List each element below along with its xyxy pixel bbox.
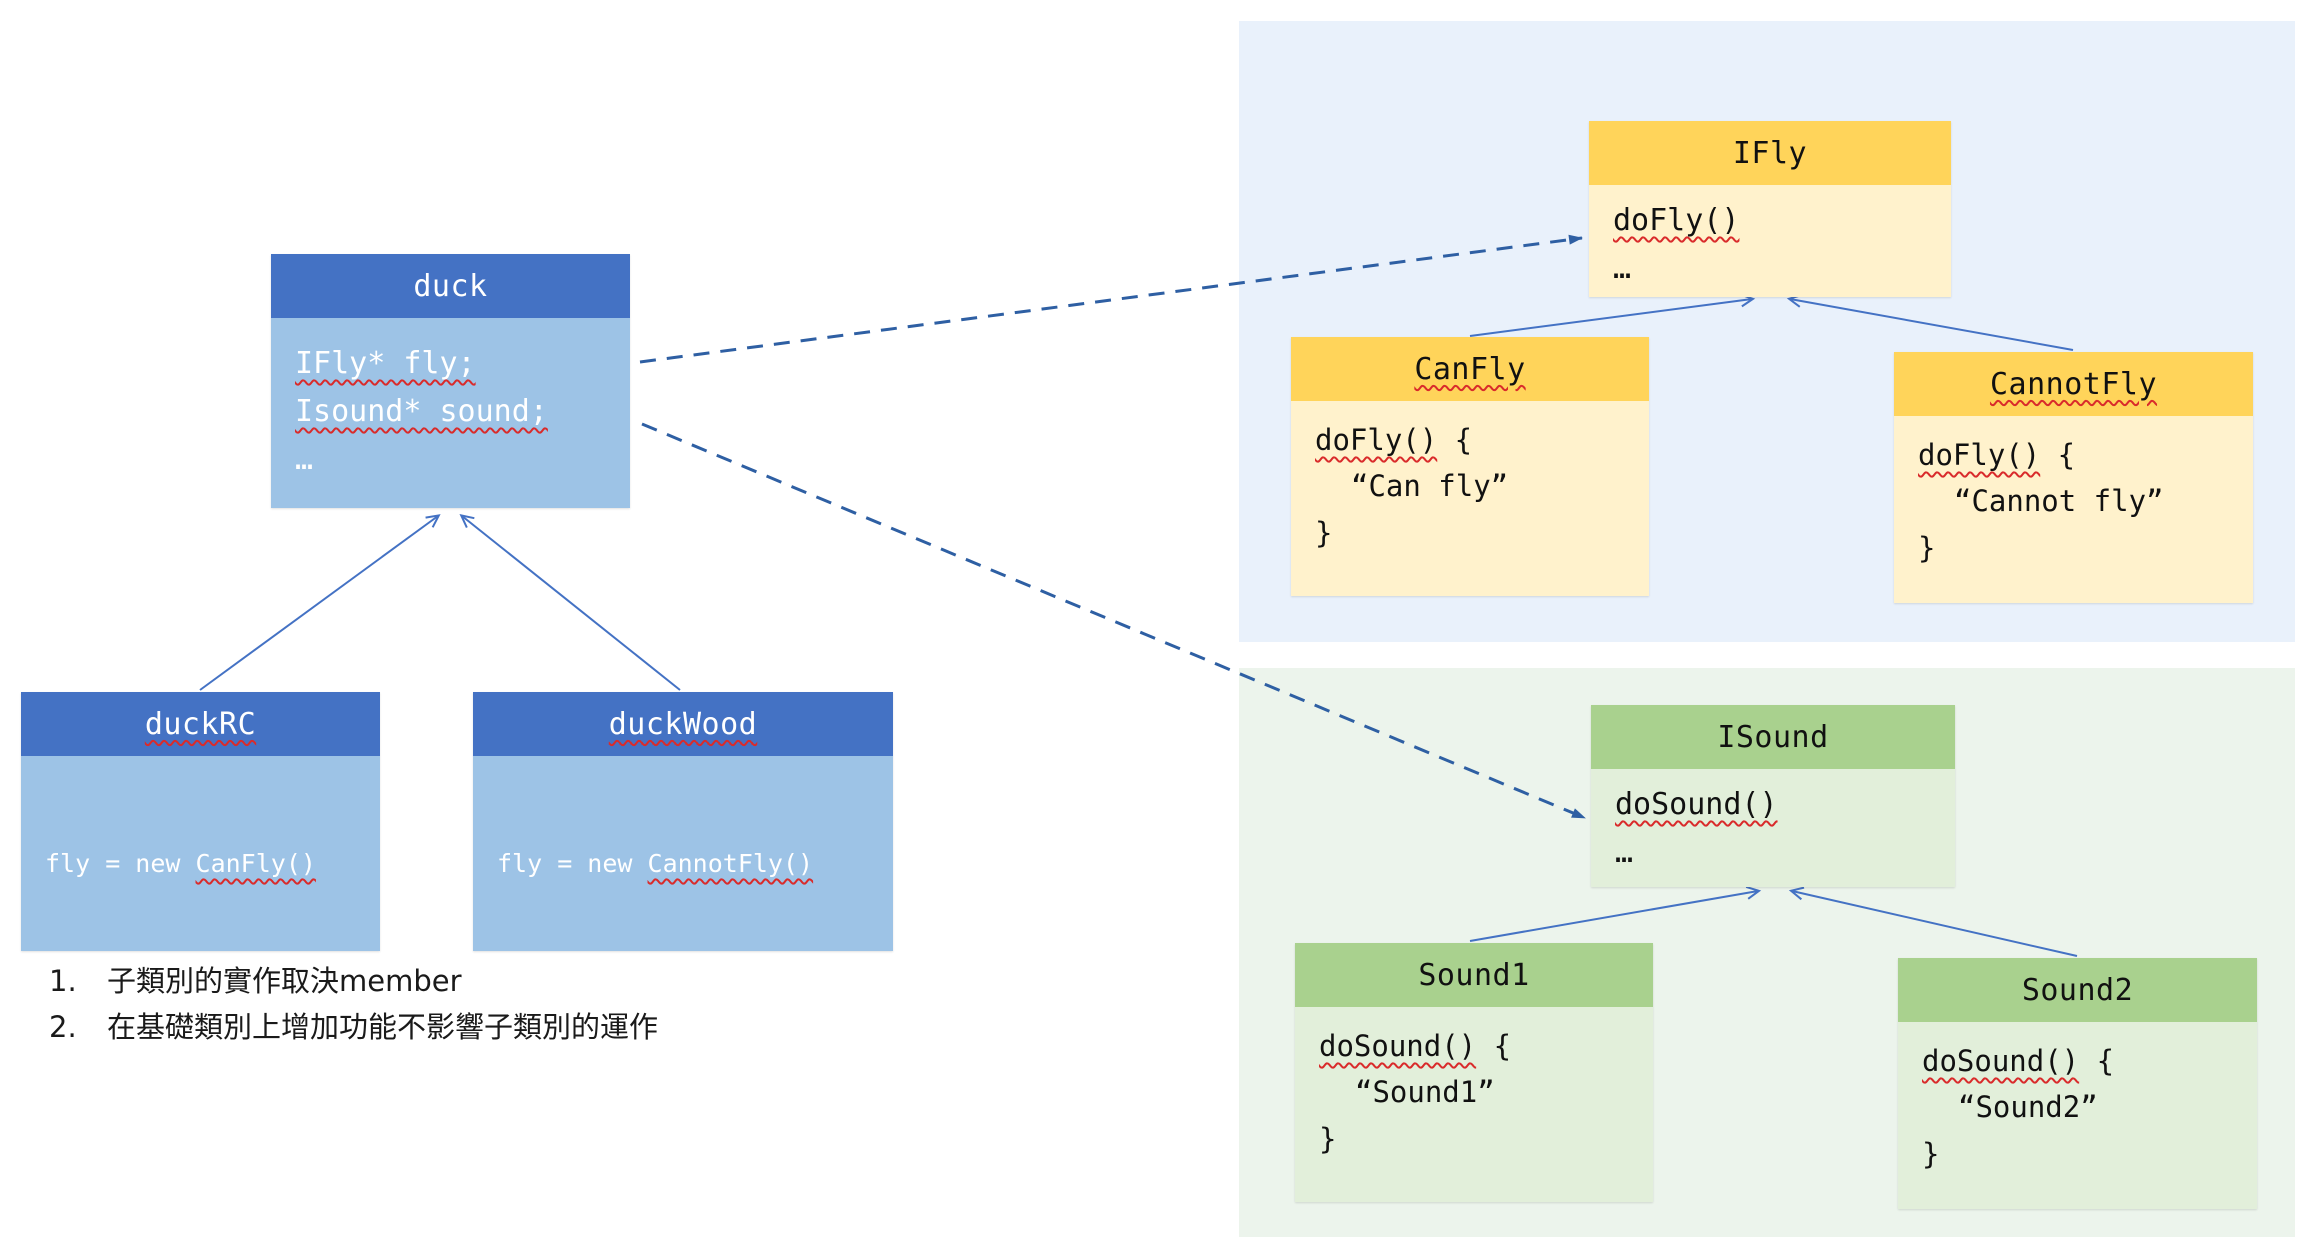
duck-member-fly: IFly* fly; xyxy=(295,346,476,381)
arrow-sound1-to-isound xyxy=(1469,886,1762,942)
class-sound2-body: doSound() { “Sound2” } xyxy=(1898,1022,2257,1209)
sound1-fn-line: doSound() { xyxy=(1319,1023,1629,1069)
canfly-string: “Can fly” xyxy=(1351,469,1509,504)
notes-list: 1. 子類別的實作取決member 2. 在基礎類別上增加功能不影響子類別的運作 xyxy=(49,958,658,1050)
arrow-cannotfly-to-ifly xyxy=(1786,294,2074,351)
sound1-fn: doSound() xyxy=(1319,1029,1477,1063)
sound1-close-brace: } xyxy=(1319,1121,1337,1156)
class-canfly: CanFly doFly() { “Can fly” } xyxy=(1291,337,1649,596)
duckrc-ctor-line: fly = new CanFly() xyxy=(45,844,356,884)
class-sound2-title: Sound2 xyxy=(1898,958,2257,1022)
arrow-duckwood-to-duck xyxy=(459,513,681,691)
class-sound1-body: doSound() { “Sound1” } xyxy=(1295,1007,1653,1202)
cannotfly-fn-line: doFly() { xyxy=(1918,432,2229,478)
ifly-method: doFly() xyxy=(1613,203,1740,238)
class-ifly: IFly doFly() … xyxy=(1589,121,1951,297)
cannotfly-fn: doFly() xyxy=(1918,438,2041,472)
canfly-fn: doFly() xyxy=(1315,423,1438,457)
class-duckwood-body: fly = new CannotFly() xyxy=(473,756,893,951)
arrow-duck-to-ifly xyxy=(639,234,1583,364)
class-isound-body: doSound() … xyxy=(1591,769,1955,887)
class-cannotfly-title-text: CannotFly xyxy=(1989,366,2158,402)
sound2-string: “Sound2” xyxy=(1958,1090,2098,1125)
class-duckwood-title: duckWood xyxy=(473,692,893,756)
note-item-2: 2. 在基礎類別上增加功能不影響子類別的運作 xyxy=(49,1004,658,1050)
class-duckwood-title-text: duckWood xyxy=(608,706,758,742)
cannotfly-close-brace: } xyxy=(1918,530,1936,565)
class-sound2: Sound2 doSound() { “Sound2” } xyxy=(1898,958,2257,1209)
sound2-open-brace: { xyxy=(2079,1044,2115,1078)
arrow-canfly-to-ifly xyxy=(1469,293,1756,337)
class-duckrc-body: fly = new CanFly() xyxy=(21,756,380,951)
class-cannotfly: CannotFly doFly() { “Cannot fly” } xyxy=(1894,352,2253,603)
class-cannotfly-title: CannotFly xyxy=(1894,352,2253,416)
class-isound-title: ISound xyxy=(1591,705,1955,769)
duck-member-ellipsis: … xyxy=(295,442,314,477)
class-sound1: Sound1 doSound() { “Sound1” } xyxy=(1295,943,1653,1202)
class-sound1-title: Sound1 xyxy=(1295,943,1653,1007)
class-duckrc-title-text: duckRC xyxy=(144,706,257,742)
sound1-open-brace: { xyxy=(1476,1029,1512,1063)
class-canfly-title: CanFly xyxy=(1291,337,1649,401)
note-2-text: 在基礎類別上增加功能不影響子類別的運作 xyxy=(107,1010,659,1044)
class-duckrc-title: duckRC xyxy=(21,692,380,756)
duckrc-ctor-call: CanFly() xyxy=(195,849,316,878)
note-1-text: 子類別的實作取決member xyxy=(107,964,462,998)
class-duck-title: duck xyxy=(271,254,630,318)
ifly-ellipsis: … xyxy=(1613,251,1632,286)
class-duck: duck IFly* fly; Isound* sound; … xyxy=(271,254,630,508)
arrow-duck-to-isound xyxy=(641,422,1586,820)
sound2-fn-line: doSound() { xyxy=(1922,1038,2233,1084)
class-isound: ISound doSound() … xyxy=(1591,705,1955,887)
sound1-string: “Sound1” xyxy=(1355,1075,1495,1110)
canfly-open-brace: { xyxy=(1437,423,1473,457)
canfly-fn-line: doFly() { xyxy=(1315,417,1625,463)
duckwood-ctor-call: CannotFly() xyxy=(647,849,814,878)
class-cannotfly-body: doFly() { “Cannot fly” } xyxy=(1894,416,2253,603)
cannotfly-string: “Cannot fly” xyxy=(1954,484,2164,519)
isound-ellipsis: … xyxy=(1615,835,1634,870)
sound2-close-brace: } xyxy=(1922,1136,1940,1171)
duckrc-ctor-prefix: fly = new xyxy=(45,849,196,878)
note-item-1: 1. 子類別的實作取決member xyxy=(49,958,658,1004)
duck-member-sound: Isound* sound; xyxy=(295,394,548,429)
note-1-number: 1. xyxy=(49,964,77,998)
arrow-duckrc-to-duck xyxy=(199,514,441,691)
sound2-fn: doSound() xyxy=(1922,1044,2080,1078)
arrow-sound2-to-isound xyxy=(1788,886,2078,957)
class-ifly-title: IFly xyxy=(1589,121,1951,185)
duckwood-ctor-line: fly = new CannotFly() xyxy=(497,844,869,884)
class-duckwood: duckWood fly = new CannotFly() xyxy=(473,692,893,951)
class-ifly-body: doFly() … xyxy=(1589,185,1951,297)
duckwood-ctor-prefix: fly = new xyxy=(497,849,648,878)
cannotfly-open-brace: { xyxy=(2040,438,2076,472)
class-duckrc: duckRC fly = new CanFly() xyxy=(21,692,380,951)
canfly-close-brace: } xyxy=(1315,515,1333,550)
class-canfly-body: doFly() { “Can fly” } xyxy=(1291,401,1649,596)
isound-method: doSound() xyxy=(1615,787,1778,822)
class-duck-body: IFly* fly; Isound* sound; … xyxy=(271,318,630,508)
note-2-number: 2. xyxy=(49,1010,77,1044)
class-canfly-title-text: CanFly xyxy=(1414,351,1526,387)
